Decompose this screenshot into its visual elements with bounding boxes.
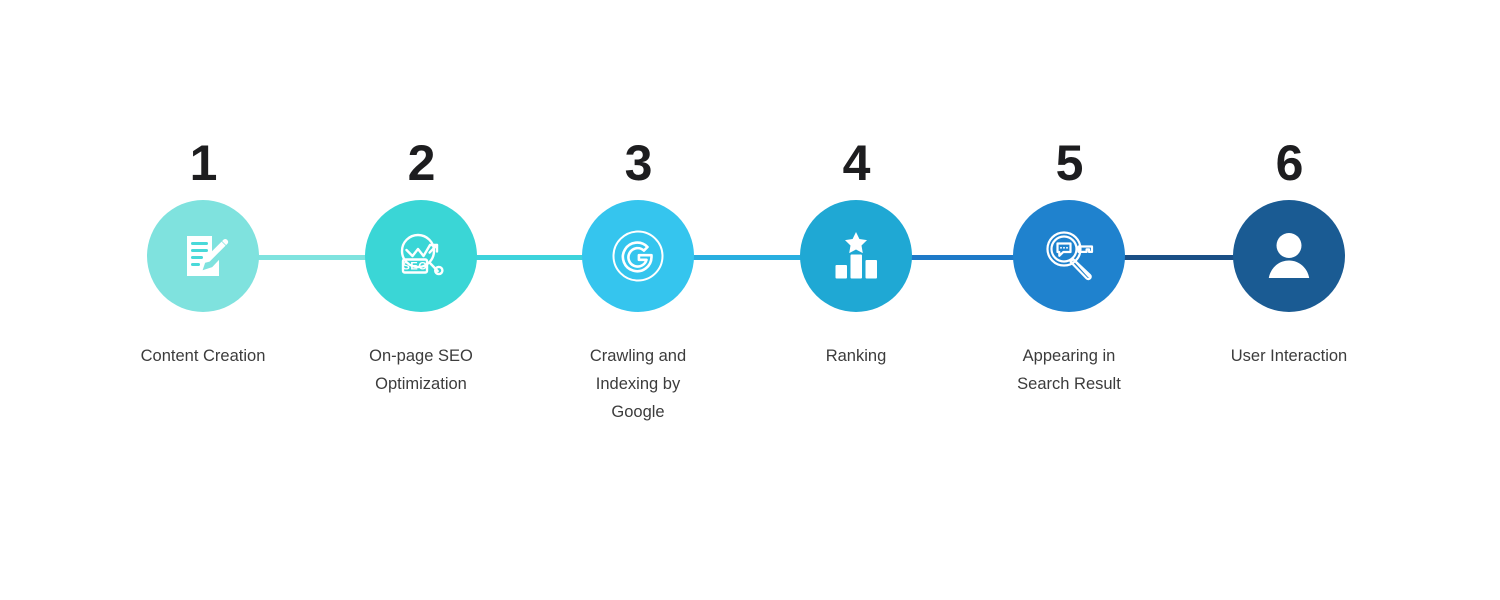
search-keyword-icon (1040, 227, 1098, 285)
step-6-circle-wrap[interactable] (1233, 200, 1345, 312)
seo-magnifier-chart-icon: SEO (392, 227, 450, 285)
step-5-circle[interactable] (1013, 200, 1125, 312)
step-4-number: 4 (842, 135, 871, 191)
connector-1-2 (255, 255, 369, 260)
step-2-label: On-page SEO Optimization (369, 347, 473, 393)
step-3-circle[interactable] (582, 200, 694, 312)
step-3[interactable]: 3 Crawling and Indexing by Google (530, 138, 746, 426)
step-6[interactable]: 6 User Interaction (1181, 138, 1397, 370)
step-2-circle[interactable]: SEO (365, 200, 477, 312)
step-1-number: 1 (189, 135, 218, 191)
step-4-circle[interactable] (800, 200, 912, 312)
step-5-label: Appearing in Search Result (1017, 347, 1121, 393)
step-6-circle[interactable] (1233, 200, 1345, 312)
connector-3-4 (690, 255, 803, 260)
step-3-circle-wrap[interactable] (582, 200, 694, 312)
step-1[interactable]: 1 Content (95, 138, 311, 370)
step-6-number: 6 (1275, 135, 1304, 191)
google-g-icon (610, 228, 666, 284)
step-3-number: 3 (624, 135, 653, 191)
step-5-circle-wrap[interactable] (1013, 200, 1125, 312)
step-2[interactable]: 2 (313, 138, 529, 398)
step-2-circle-wrap[interactable]: SEO (365, 200, 477, 312)
document-pencil-icon (175, 228, 231, 284)
step-3-label: Crawling and Indexing by Google (589, 347, 687, 421)
step-1-circle-wrap[interactable] (147, 200, 259, 312)
step-1-circle[interactable] (147, 200, 259, 312)
connector-2-3 (473, 255, 585, 260)
user-person-icon (1261, 228, 1317, 284)
step-6-label: User Interaction (1230, 347, 1348, 365)
connector-4-5 (908, 255, 1016, 260)
step-2-number: 2 (407, 135, 436, 191)
step-4-circle-wrap[interactable] (800, 200, 912, 312)
step-4[interactable]: 4 Ranking (748, 138, 964, 370)
step-5-number: 5 (1055, 135, 1084, 191)
connector-5-6 (1121, 255, 1237, 260)
svg-text:SEO: SEO (402, 261, 427, 273)
bar-chart-star-icon (828, 228, 884, 284)
step-4-label: Ranking (825, 347, 887, 365)
step-5[interactable]: 5 (961, 138, 1177, 398)
step-1-label: Content Creation (140, 347, 266, 365)
